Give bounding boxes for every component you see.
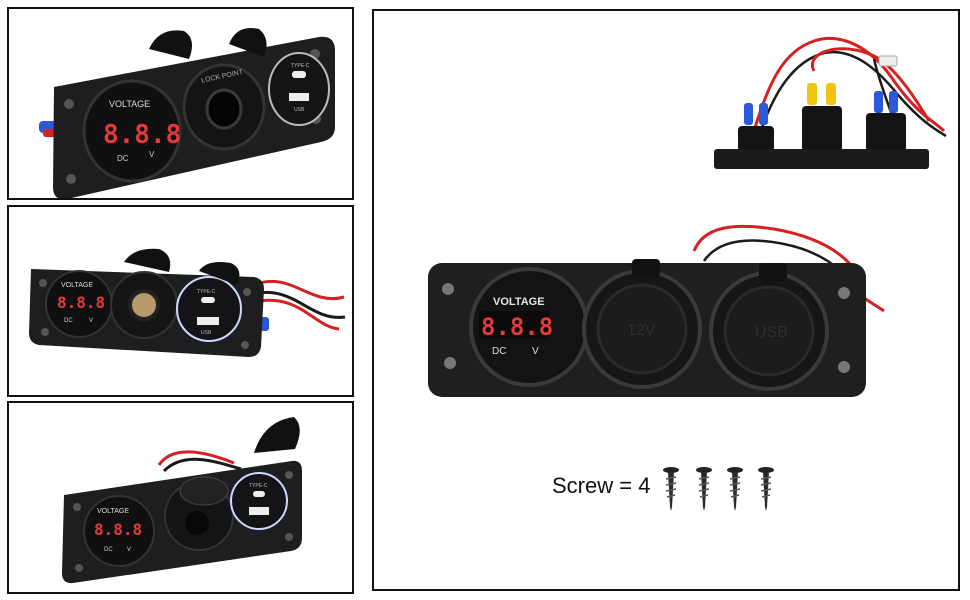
screw-hole <box>66 174 76 184</box>
socket-cap <box>124 248 171 272</box>
screw-icon <box>696 467 712 511</box>
socket-cap <box>179 476 229 506</box>
photo-angle-top: VOLTAGE 8.8.8 DC V LOCK POINT TYPE-C USB <box>7 7 354 200</box>
meter-dc: DC <box>64 318 73 324</box>
cap-hinge <box>759 263 787 281</box>
typec-label: TYPE-C <box>291 63 310 69</box>
meter-digits: 8.8.8 <box>481 313 553 341</box>
meter-dc: DC <box>104 547 113 553</box>
meter-digits: 8.8.8 <box>94 520 142 539</box>
photo-main: VOLTAGE 8.8.8 DC V 12V USB <box>372 9 960 591</box>
cap-12v-label: 12V <box>627 322 656 339</box>
screw-hole <box>39 279 47 287</box>
screw-hole <box>73 503 81 511</box>
meter-v: V <box>532 346 539 357</box>
yellow-terminal <box>826 83 836 105</box>
screw-count-label: Screw = 4 <box>552 473 651 498</box>
screw-hole <box>75 564 83 572</box>
screw-hole <box>838 287 850 299</box>
red-wire <box>692 224 861 277</box>
voltmeter <box>83 495 155 567</box>
black-wire <box>757 50 947 138</box>
screw-hole <box>444 357 456 369</box>
screw-hole <box>243 288 251 296</box>
usb-label: USB <box>294 107 305 113</box>
screw-hole <box>41 328 49 336</box>
meter-dc: DC <box>117 154 129 163</box>
socket-cap-usb <box>723 285 815 377</box>
typec-label: TYPE-C <box>249 483 268 489</box>
usb-label: USB <box>201 330 212 336</box>
panel-illustration-main: VOLTAGE 8.8.8 DC V 12V USB <box>428 36 947 511</box>
screw-hole <box>838 361 850 373</box>
meter-label: VOLTAGE <box>493 296 545 308</box>
socket-cap <box>149 30 193 59</box>
meter-label: VOLTAGE <box>97 508 129 515</box>
screw-hole <box>285 471 293 479</box>
yellow-terminal <box>807 83 817 105</box>
socket-cap-12v <box>596 283 688 375</box>
type-c-port <box>253 491 265 497</box>
meter-digits: 8.8.8 <box>57 293 105 312</box>
usb-a-port <box>289 93 309 101</box>
cap-hinge <box>632 259 660 277</box>
socket-hole <box>205 88 243 130</box>
screw-icon <box>663 467 679 511</box>
panel-illustration-angle-top: VOLTAGE 8.8.8 DC V LOCK POINT TYPE-C USB <box>39 28 335 198</box>
rear-socket <box>738 126 774 152</box>
blue-terminal <box>889 91 898 113</box>
blue-terminal <box>874 91 883 113</box>
meter-digits: 8.8.8 <box>103 120 181 150</box>
black-wire <box>162 457 242 473</box>
screw-hole <box>285 533 293 541</box>
meter-v: V <box>149 150 155 159</box>
voltmeter <box>82 79 182 183</box>
blue-terminal <box>759 103 768 125</box>
photo-angle-side: VOLTAGE 8.8.8 DC V TYPE-C USB <box>7 205 354 397</box>
rear-view <box>714 36 947 169</box>
meter-dc: DC <box>492 346 506 357</box>
meter-v: V <box>89 318 93 324</box>
blue-terminal <box>744 103 753 125</box>
meter-display <box>479 311 549 339</box>
usb-a-port <box>249 507 269 515</box>
red-wire <box>810 47 931 122</box>
cap-usb-label: USB <box>755 324 788 341</box>
meter-v: V <box>127 547 131 553</box>
screw-hole <box>442 283 454 295</box>
socket-hole <box>185 511 209 535</box>
type-c-port <box>201 297 215 303</box>
screw-icon <box>758 467 774 511</box>
usb-socket <box>268 52 330 126</box>
screws <box>663 467 774 511</box>
screw-hole <box>241 341 249 349</box>
typec-label: TYPE-C <box>197 289 216 295</box>
red-wire <box>752 36 946 133</box>
socket-hole <box>128 289 160 321</box>
red-wire <box>253 298 340 331</box>
screw-hole <box>64 99 74 109</box>
usb-socket <box>230 472 288 530</box>
usb-socket <box>176 276 242 342</box>
usb-cap <box>199 262 240 285</box>
photo-angle-open: VOLTAGE 8.8.8 DC V TYPE-C <box>7 401 354 594</box>
meter-label: VOLTAGE <box>61 282 93 289</box>
panel-illustration-angle-side: VOLTAGE 8.8.8 DC V TYPE-C USB <box>29 248 346 357</box>
panel-illustration-angle-open: VOLTAGE 8.8.8 DC V TYPE-C <box>62 417 302 584</box>
red-wire <box>157 450 235 466</box>
rear-socket <box>802 106 842 152</box>
rear-socket <box>866 113 906 152</box>
rear-panel <box>714 149 929 169</box>
type-c-port <box>292 71 306 78</box>
usb-a-port <box>197 317 219 325</box>
screw-icon <box>727 467 743 511</box>
connector <box>878 55 898 67</box>
usb-cap-open <box>254 417 300 453</box>
meter-label: VOLTAGE <box>109 99 150 109</box>
front-view: VOLTAGE 8.8.8 DC V 12V USB <box>428 224 885 397</box>
usb-cap <box>229 28 267 57</box>
